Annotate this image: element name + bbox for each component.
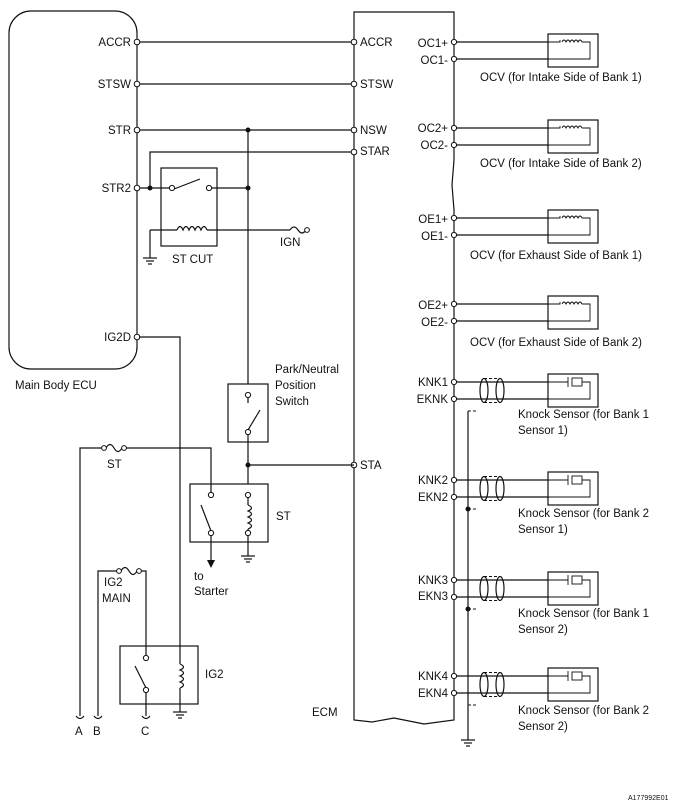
knock-label-4-line2: Sensor 2) [518, 721, 568, 733]
ecu-pin-ig2d: IG2D [104, 332, 131, 344]
ocv-valve-1 [450, 33, 599, 68]
ecm-pin-knk3: KNK3 [418, 575, 448, 587]
ocv-group [450, 33, 599, 330]
ign-fuse [289, 226, 307, 234]
ecm-pin-oc1-minus: OC1- [421, 55, 449, 67]
knock-sensor-group [450, 373, 599, 747]
ecm-pin-oc2-plus: OC2+ [418, 123, 449, 135]
switch-label-line3: Switch [275, 396, 309, 408]
connector-ends [75, 715, 151, 720]
knock-sensor-4 [450, 667, 599, 706]
knock-label-4-line1: Knock Sensor (for Bank 2 [518, 705, 649, 717]
ig2-relay [119, 336, 199, 719]
knock-label-3-line2: Sensor 2) [518, 624, 568, 636]
st-fuse-label: ST [107, 459, 122, 471]
ig2-main-label-line1: IG2 [104, 577, 123, 589]
starter-label-line1: to [194, 571, 204, 583]
ig2-main-label-line2: MAIN [102, 593, 131, 605]
figure-code: A177992E01 [628, 795, 669, 802]
connector-a: A [75, 726, 83, 738]
ecm-pin-oe2-plus: OE2+ [418, 300, 448, 312]
ecu-pin-accr: ACCR [98, 37, 131, 49]
st-relay-label: ST [276, 511, 291, 523]
ecm-pin-oc1-plus: OC1+ [418, 38, 449, 50]
knock-sensor-1 [450, 373, 599, 412]
ecm-pin-oe1-plus: OE1+ [418, 214, 448, 226]
knock-sensor-3 [450, 571, 599, 610]
ig2-relay-label: IG2 [205, 669, 224, 681]
ecu-pin-stsw: STSW [98, 79, 131, 91]
ecm-pin-knk2: KNK2 [418, 475, 448, 487]
knock-label-1-line2: Sensor 1) [518, 425, 568, 437]
ocv-label-1: OCV (for Intake Side of Bank 1) [480, 72, 642, 84]
knock-label-2-line2: Sensor 1) [518, 524, 568, 536]
ocv-valve-4 [450, 295, 599, 330]
ecm-pin-accr: ACCR [360, 37, 393, 49]
starter-label-line2: Starter [194, 586, 229, 598]
ecm-pin-star: STAR [360, 146, 390, 158]
ecm-pin-oc2-minus: OC2- [421, 140, 449, 152]
ecu-pin-str2: STR2 [102, 183, 131, 195]
ecm-pin-eknk: EKNK [417, 394, 449, 406]
ocv-valve-2 [450, 119, 599, 154]
switch-label-line1: Park/Neutral [275, 364, 339, 376]
ecm-pin-ekn4: EKN4 [418, 688, 449, 700]
ocv-label-3: OCV (for Exhaust Side of Bank 1) [470, 250, 642, 262]
signal-wires [137, 41, 354, 384]
ign-label: IGN [280, 237, 300, 249]
st-relay [189, 465, 269, 568]
st-fuse-circuit [79, 443, 212, 716]
ecm-label: ECM [312, 707, 338, 719]
ecm-pin-ekn2: EKN2 [418, 492, 448, 504]
ecm-pin-knk4: KNK4 [418, 671, 449, 683]
ocv-valve-3 [450, 209, 599, 244]
ig2-main-fuse-circuit [97, 566, 147, 716]
ecm-pin-oe1-minus: OE1- [421, 231, 448, 243]
st-cut-label: ST CUT [172, 254, 213, 266]
knock-sensor-2 [450, 471, 599, 510]
connector-c: C [141, 726, 149, 738]
ecm-pin-nsw: NSW [360, 125, 387, 137]
switch-label-line2: Position [275, 380, 316, 392]
ecm-pin-stsw: STSW [360, 79, 393, 91]
junction-dots [147, 127, 251, 468]
knock-label-2-line1: Knock Sensor (for Bank 2 [518, 508, 649, 520]
knock-label-1-line1: Knock Sensor (for Bank 1 [518, 409, 649, 421]
connector-b: B [93, 726, 101, 738]
st-cut-relay [143, 167, 290, 265]
ecm-pin-sta: STA [360, 460, 382, 472]
ecm-left-terminals [350, 38, 358, 469]
main-body-ecu-label: Main Body ECU [15, 380, 97, 392]
ecu-terminals [133, 38, 141, 341]
ecm-box [353, 11, 455, 725]
ecm-pin-ekn3: EKN3 [418, 591, 448, 603]
knock-label-3-line1: Knock Sensor (for Bank 1 [518, 608, 649, 620]
park-neutral-switch [227, 383, 269, 465]
ocv-label-2: OCV (for Intake Side of Bank 2) [480, 158, 642, 170]
ecm-pin-knk1: KNK1 [418, 377, 448, 389]
ecm-pin-oe2-minus: OE2- [421, 317, 448, 329]
ocv-label-4: OCV (for Exhaust Side of Bank 2) [470, 337, 642, 349]
ecu-pin-str: STR [108, 125, 131, 137]
